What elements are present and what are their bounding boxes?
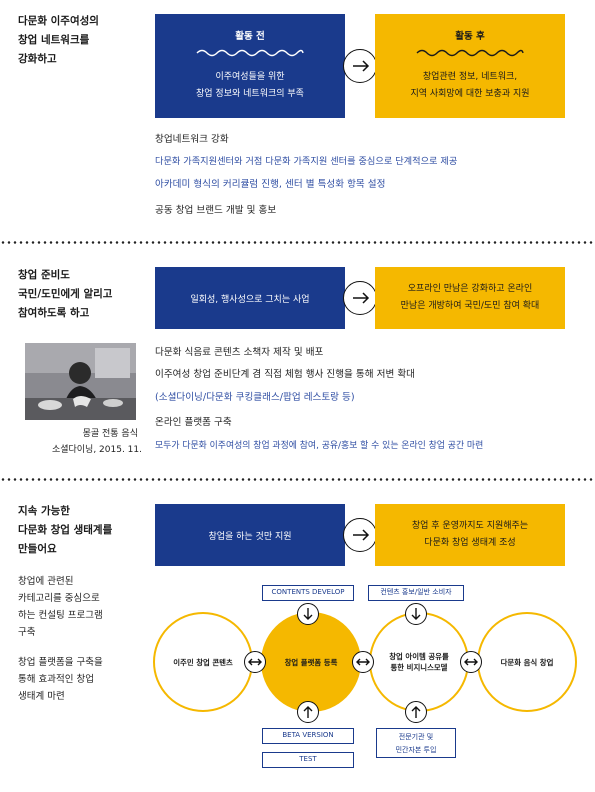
- section1-title: 다문화 이주여성의 창업 네트워크를 강화하고: [18, 15, 99, 65]
- section-divider: [0, 478, 595, 481]
- circle-food-startup: 다문화 음식 창업: [477, 612, 577, 712]
- after-label: 활동 후: [455, 31, 485, 42]
- tag-expert-investment: 전문기관 및 민간자본 투입: [376, 728, 456, 758]
- s1-line-3: 아카데미 형식의 커리큘럼 진행, 센터 별 특성화 항목 설정: [155, 179, 386, 190]
- section3-before-box: 창업을 하는 것만 지원: [155, 504, 345, 566]
- section1-after-box: 활동 후 창업관련 정보, 네트워크, 지역 사회망에 대한 보충과 지원: [375, 14, 565, 118]
- photo-illustration: [25, 343, 136, 420]
- arrow-down-icon: [297, 603, 319, 625]
- s1-line-2: 다문화 가족지원센터와 거점 다문화 가족지원 센터를 중심으로 단계적으로 제…: [155, 156, 458, 167]
- s2-line-5: 모두가 다문화 이주여성의 창업 과정에 참여, 공유/홍보 할 수 있는 온라…: [155, 441, 484, 451]
- tag-beta-version: BETA VERSION: [262, 728, 354, 744]
- tag-contents-promotion: 컨텐츠 홍보/일반 소비자: [368, 585, 464, 601]
- tag-test: TEST: [262, 752, 354, 768]
- section3-side-para-2: 창업 플랫폼을 구축을 통해 효과적인 창업 생태계 마련: [18, 657, 103, 702]
- before-label: 활동 전: [235, 31, 265, 42]
- s2-line-3: (소셜다이닝/다문화 쿠킹클래스/팝업 레스토랑 등): [155, 392, 355, 403]
- section2-title: 창업 준비도 국민/도민에게 알리고 참여하도록 하고: [18, 269, 113, 319]
- s2-line-2: 이주여성 창업 준비단계 겸 직접 체험 행사 진행을 통해 저변 확대: [155, 369, 415, 380]
- s1-line-1: 창업네트워크 강화: [155, 134, 229, 145]
- tag-contents-develop: CONTENTS DEVELOP: [262, 585, 354, 601]
- arrow-up-icon: [297, 701, 319, 723]
- circle-migrant-contents: 이주민 창업 콘텐츠: [153, 612, 253, 712]
- section3-title: 지속 가능한 다문화 창업 생태계를 만들어요: [18, 505, 113, 555]
- wave-divider: [196, 49, 304, 57]
- arrow-right-icon: [343, 49, 377, 83]
- section2-after-box: 오프라인 만남은 강화하고 온라인 만남은 개방하여 국민/도민 참여 확대: [375, 267, 565, 329]
- section3-after-box: 창업 후 운영까지도 지원해주는 다문화 창업 생태계 조성: [375, 504, 565, 566]
- s2-line-4: 온라인 플랫폼 구축: [155, 417, 232, 428]
- s1-line-4: 공동 창업 브랜드 개발 및 홍보: [155, 205, 277, 216]
- photo-caption: 몽골 전통 음식 소셜다이닝, 2015. 11.: [51, 429, 142, 455]
- double-arrow-icon: [244, 651, 266, 673]
- arrow-up-icon: [405, 701, 427, 723]
- section1-before-box: 활동 전 이주여성들을 위한 창업 정보와 네트워크의 부족: [155, 14, 345, 118]
- arrow-down-icon: [405, 603, 427, 625]
- section3-side-para-1: 창업에 관련된 카테고리를 중심으로 하는 컨설팅 프로그램 구축: [18, 576, 103, 638]
- arrow-right-icon: [343, 518, 377, 552]
- circle-business-model: 창업 아이템 공유를 통한 비지니스모델: [369, 612, 469, 712]
- arrow-right-icon: [343, 281, 377, 315]
- section2-before-box: 일회성, 행사성으로 그치는 사업: [155, 267, 345, 329]
- food-photo: [25, 343, 136, 420]
- double-arrow-icon: [460, 651, 482, 673]
- s2-line-1: 다문화 식음료 콘텐츠 소책자 제작 및 배포: [155, 347, 324, 358]
- section-divider: [0, 241, 595, 244]
- wave-divider: [416, 49, 524, 57]
- double-arrow-icon: [352, 651, 374, 673]
- circle-platform-register: 창업 플랫폼 등록: [261, 612, 361, 712]
